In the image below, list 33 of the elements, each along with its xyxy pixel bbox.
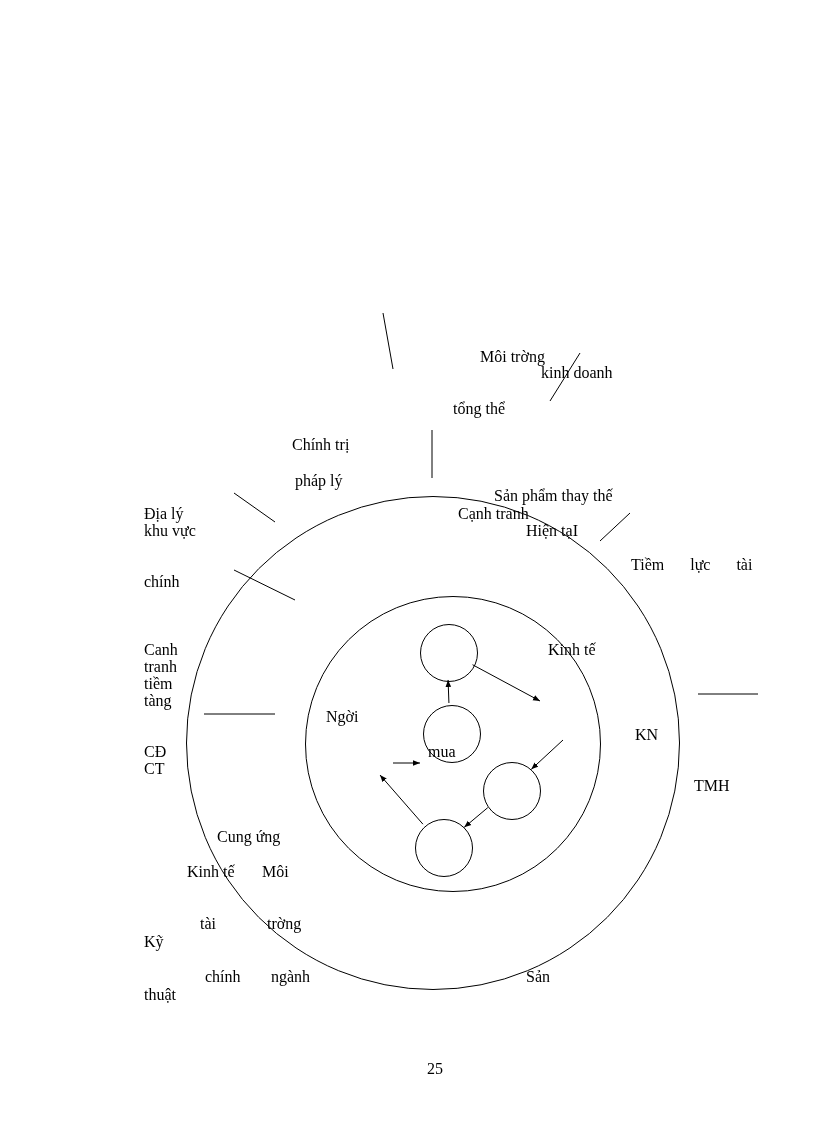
diagram-label: tổng thể <box>453 400 505 417</box>
arrow <box>379 774 424 825</box>
page-number: 25 <box>427 1060 443 1077</box>
diagram-label: Kỹ <box>144 933 164 950</box>
diagram-label: kinh doanh <box>541 364 613 381</box>
arrow <box>445 679 452 704</box>
arrow <box>463 807 489 828</box>
diagram-label: Ngời <box>326 708 359 725</box>
diagram-label: Kinh tế <box>187 863 235 880</box>
diagram-label: Môi <box>262 863 289 880</box>
diagram-label: Chính trị <box>292 436 350 453</box>
diagram-label: Sản <box>526 968 550 985</box>
diagram-label: Kinh tế <box>548 641 596 658</box>
diagram-label: trờng <box>267 915 302 932</box>
diagram-label: Tiềm lực tài <box>631 556 754 573</box>
arrow <box>472 664 541 702</box>
diagram-label: chính <box>144 573 180 590</box>
diagram-label: tài <box>200 915 216 932</box>
diagram-label: pháp lý <box>295 472 343 489</box>
arrow <box>530 739 564 770</box>
diagram-label: ngành <box>271 968 311 985</box>
diagram-label: Cạnh tranh <box>458 505 529 522</box>
diagram-label: Môi trờng <box>480 348 545 365</box>
diagram-label: KN <box>635 726 659 743</box>
diagram-label: TMH <box>694 777 730 794</box>
diagram-label: Canh tranh tiềm tàng <box>144 641 179 709</box>
diagram-label: Cung ứng <box>217 828 281 845</box>
diagram-label: Hiện tạI <box>526 522 578 539</box>
diagram-label: thuật <box>144 986 176 1003</box>
diagram-label: Địa lý khu vực <box>144 505 197 539</box>
diagram-label: CĐ CT <box>144 743 168 777</box>
diagram-label: Sản phẩm thay thế <box>494 487 613 504</box>
diagram-label: chính <box>205 968 241 985</box>
